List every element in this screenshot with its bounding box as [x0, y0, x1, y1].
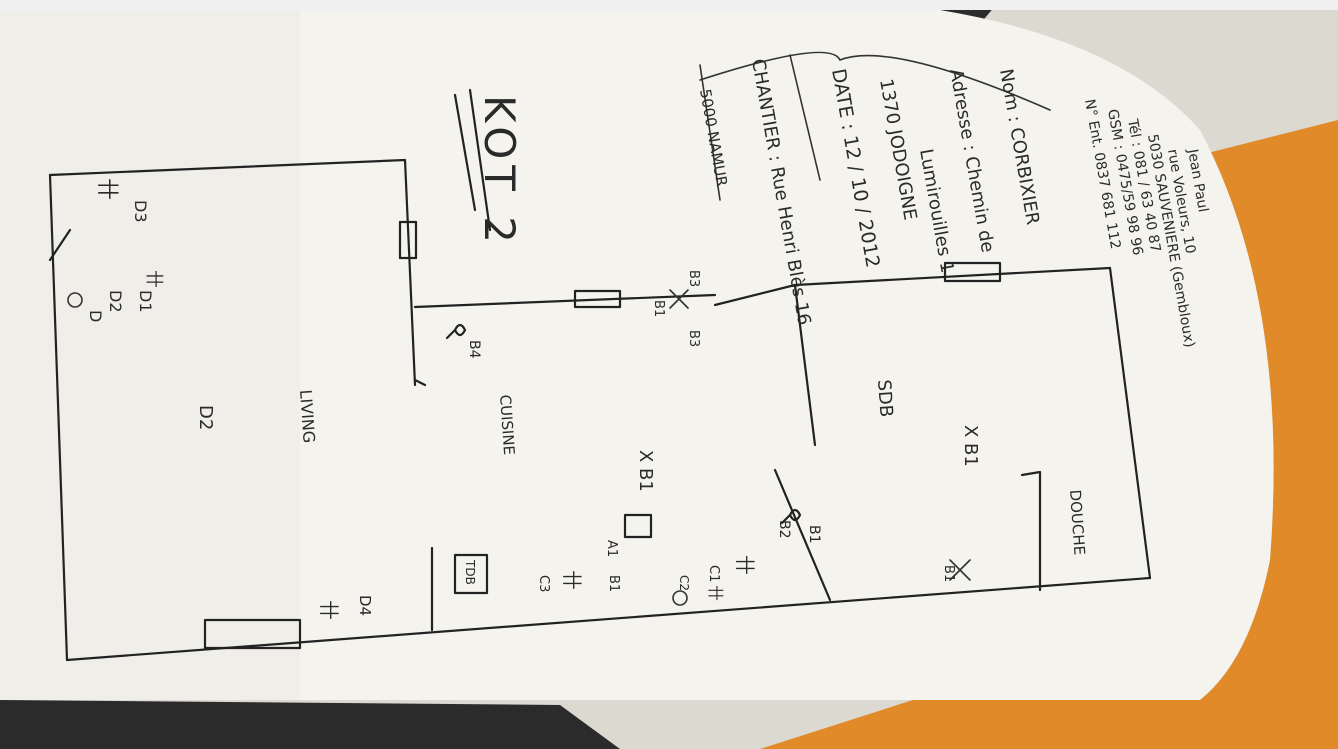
label-b2: B2	[776, 520, 792, 539]
switch-symbol-b4	[445, 323, 467, 340]
plan-outer-left	[48, 158, 417, 387]
paper-sheet	[0, 10, 1274, 700]
label-d4: D4	[356, 595, 374, 616]
room-living: LIVING	[296, 389, 319, 444]
cross-light-bath	[949, 559, 971, 581]
fuse-top	[943, 261, 1002, 283]
label-a1: A1	[604, 540, 619, 557]
door-swing	[48, 228, 72, 262]
label-c3: C3	[536, 575, 551, 592]
cross-light-kitchen	[669, 289, 689, 309]
label-d3: D3	[131, 200, 150, 223]
room-kitchen: CUISINE	[496, 394, 518, 456]
label-b4: B4	[466, 340, 482, 359]
fixture-mark-d3: 卄	[94, 178, 119, 200]
socket-symbol-b	[672, 590, 688, 606]
label-b1-c: B1	[606, 575, 621, 592]
fuse-middle	[573, 289, 622, 309]
room-shower: DOUCHE	[1066, 489, 1089, 556]
label-b1-kitchen-x: X B1	[635, 450, 656, 492]
dark-shadow-bottom	[0, 700, 620, 749]
label-b1-shower: B1	[941, 565, 956, 582]
paper-shade	[0, 10, 300, 700]
fixture-mark-c2: 卄	[706, 585, 725, 601]
fixture-mark-c1: 卄	[733, 555, 757, 575]
label-d: D	[86, 310, 105, 322]
switch-line	[713, 283, 797, 307]
label-c2: C2	[677, 575, 691, 591]
fixture-mark-c3: 卄	[560, 570, 584, 590]
label-d1: D1	[136, 290, 155, 313]
date-underline	[789, 54, 821, 181]
shower-tray	[1020, 470, 1042, 592]
label-b3: B3	[686, 330, 701, 347]
tdb-box	[453, 553, 489, 595]
label-b1-bath-switch: B1	[806, 525, 822, 544]
label-c1: C1	[706, 565, 721, 582]
plan-title: KOT 2	[475, 95, 524, 249]
socket-symbol-d	[67, 292, 83, 308]
bath-left-wall	[793, 283, 817, 447]
label-tdb: TDB	[463, 559, 477, 585]
label-b1-switch: B1	[651, 300, 666, 317]
label-d2: D2	[106, 290, 125, 313]
label-d2-light: D2	[195, 405, 216, 430]
kitchen-feed	[413, 293, 717, 309]
label-b3-switch: B3	[686, 270, 701, 287]
fuse-left	[398, 220, 418, 260]
title-underline-2	[453, 93, 477, 212]
wardrobe-box	[203, 618, 302, 650]
fixture-mark-d1: 卄	[143, 270, 164, 288]
title-underline-1	[468, 88, 492, 232]
bath-door	[773, 468, 832, 602]
plan-right-wall	[1108, 266, 1152, 580]
fixture-mark-d4: 卄	[317, 600, 341, 620]
site-underline	[699, 64, 721, 201]
room-bathroom: SDB	[873, 379, 897, 418]
plan-top-wall	[793, 266, 1112, 287]
switch-symbol-b1	[780, 508, 802, 525]
top-white	[0, 0, 1338, 10]
label-b1-bath-x: X B1	[960, 425, 981, 467]
header-bracket	[699, 51, 1051, 111]
plan-bottom-wall	[65, 576, 1152, 662]
plug-box	[623, 513, 653, 539]
living-wall-tick	[413, 378, 427, 387]
